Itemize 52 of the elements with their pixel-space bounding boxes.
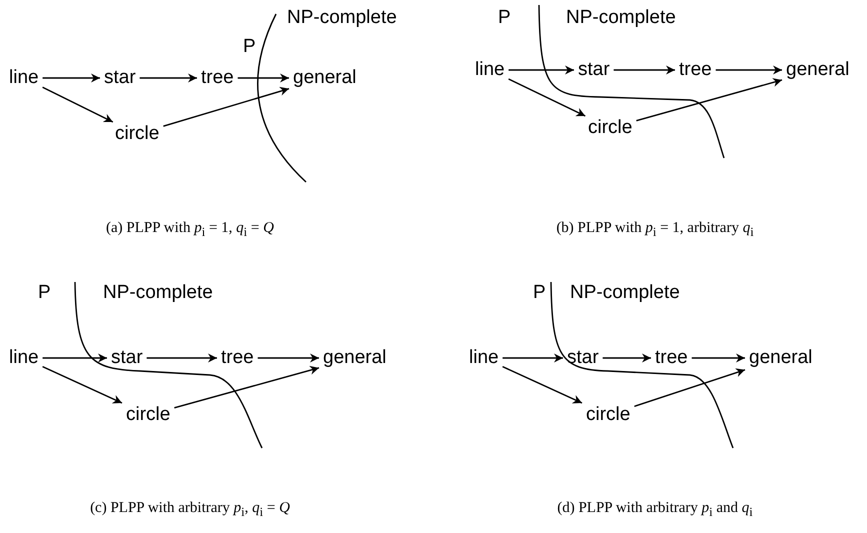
graph-class-label: general — [785, 59, 850, 81]
graph-class-label: line — [8, 347, 40, 369]
subfigure-caption: (d) PLPP with arbitrary p$_{i}$ and q$_{i}$ — [557, 500, 753, 520]
graph-class-label: circle — [587, 117, 634, 139]
complexity-class-label: P — [533, 282, 546, 304]
graph-class-label: circle — [585, 404, 632, 426]
arrow — [42, 366, 122, 404]
arrow — [502, 366, 582, 404]
complexity-class-label: P — [498, 7, 511, 29]
arrow — [602, 354, 651, 362]
complexity-class-label: NP-complete — [570, 282, 680, 304]
arrow — [42, 74, 100, 82]
graph-class-label: tree — [220, 347, 255, 369]
subfigure-caption: (b) PLPP with p$_{i}$ = 1, arbitrary q$_{i}$ — [556, 220, 754, 240]
arrow — [716, 66, 782, 74]
complexity-class-label: NP-complete — [566, 7, 676, 29]
complexity-class-label: P — [38, 282, 51, 304]
graph-class-label: general — [322, 347, 388, 369]
graph-class-label: circle — [125, 404, 172, 426]
graph-class-label: tree — [678, 59, 713, 81]
arrow — [140, 74, 197, 82]
graph-class-label: star — [566, 347, 600, 369]
graph-class-label: circle — [114, 123, 160, 145]
arrow — [508, 66, 574, 74]
graph-class-label: general — [748, 347, 814, 369]
arrow — [146, 354, 217, 362]
graph-class-label: star — [577, 59, 611, 81]
arrow — [636, 78, 782, 122]
arrow — [634, 368, 746, 408]
graph-class-label: tree — [200, 67, 235, 89]
graph-class-label: tree — [654, 347, 689, 369]
arrow — [42, 354, 107, 362]
complexity-class-label: NP-complete — [287, 7, 397, 29]
subfigure-caption: (c) PLPP with arbitrary p$_{i}$, q$_{i}$ = Q — [90, 500, 290, 520]
graph-class-label: star — [103, 67, 137, 89]
arrow — [692, 354, 745, 362]
graph-class-label: star — [110, 347, 144, 369]
graph-class-label: general — [292, 67, 358, 89]
arrow — [258, 354, 319, 362]
arrow — [508, 78, 586, 117]
arrow — [238, 74, 289, 82]
arrow — [502, 354, 563, 362]
arrow — [42, 86, 114, 123]
complexity-class-label: P — [243, 36, 256, 58]
graph-class-label: line — [468, 347, 500, 369]
arrow — [174, 366, 320, 408]
arrow — [163, 86, 290, 127]
graph-class-label: line — [474, 59, 506, 81]
complexity-class-label: NP-complete — [103, 282, 213, 304]
arrow — [614, 66, 675, 74]
subfigure-caption: (a) PLPP with p$_{i}$ = 1, q$_{i}$ = Q — [106, 220, 274, 240]
graph-class-label: line — [8, 67, 40, 89]
